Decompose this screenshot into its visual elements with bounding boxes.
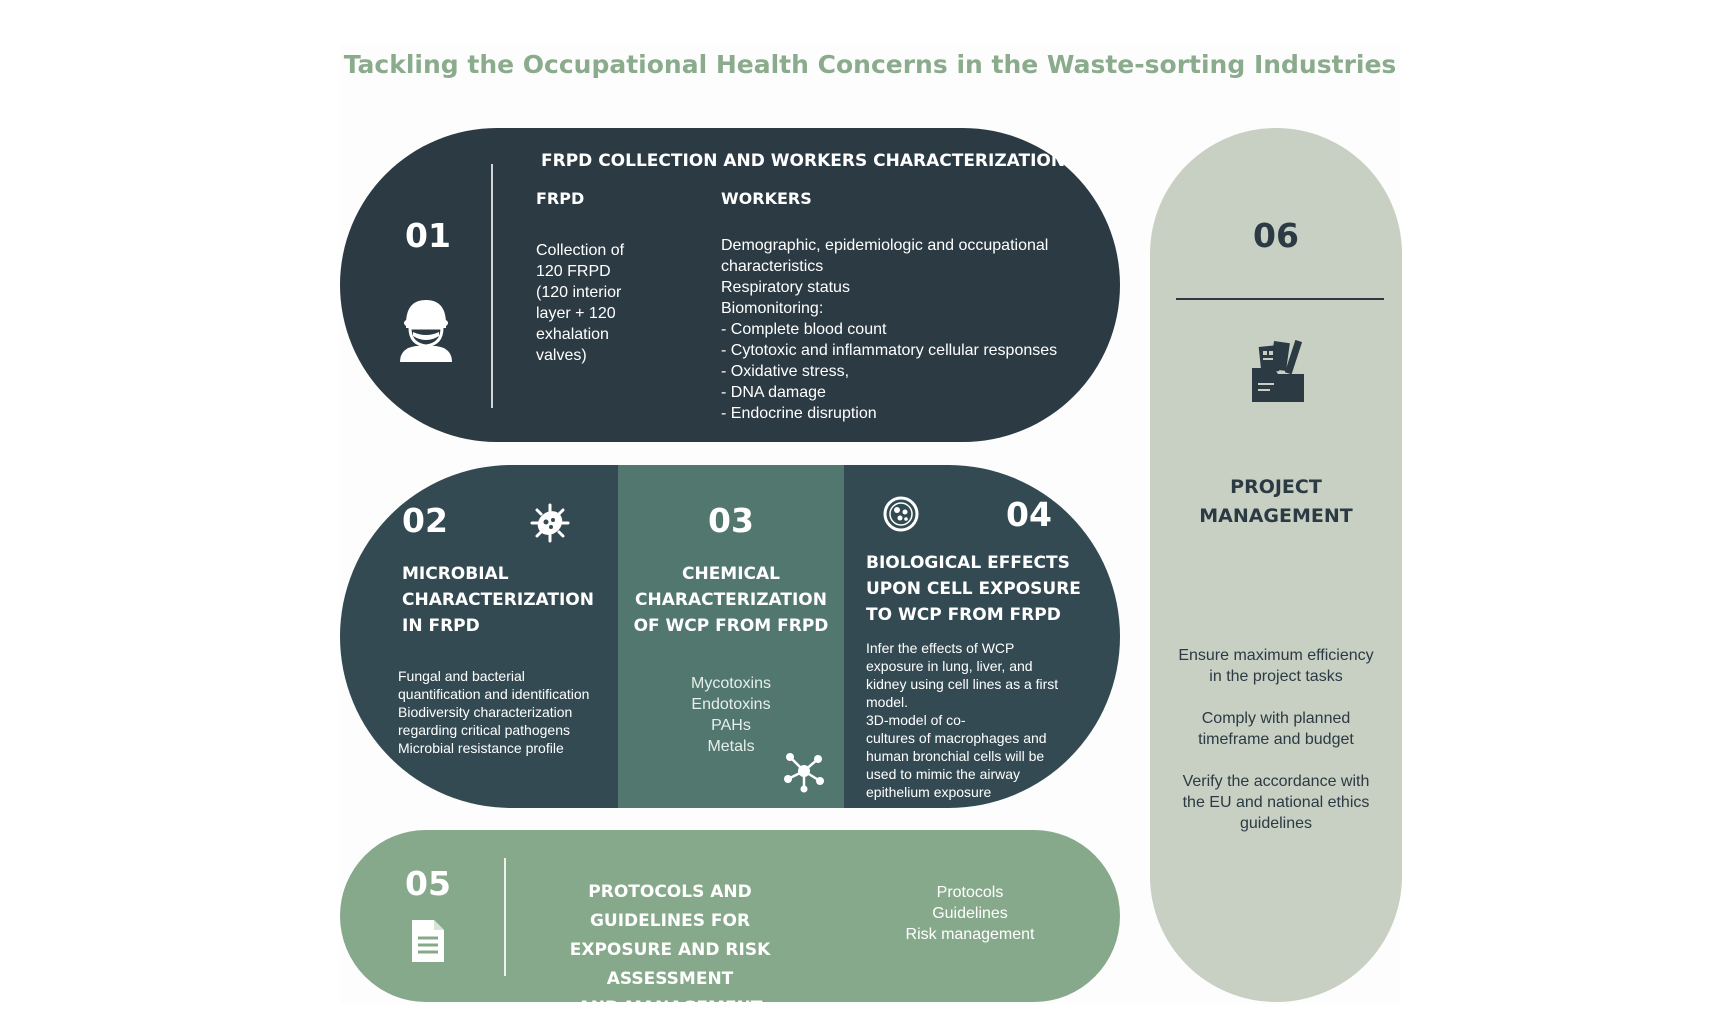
- molecule-icon: [784, 753, 824, 793]
- folder-documents-icon: [1252, 340, 1304, 402]
- box-06-divider: [1176, 298, 1384, 300]
- box-05-protocols: 05 PROTOCOLS AND GUIDELINES FOR EXPOSURE…: [340, 830, 1120, 1018]
- box-06-paragraph-3: Verify the accordance with the EU and na…: [1182, 773, 1370, 832]
- box-03-text: Mycotoxins Endotoxins PAHs Metals: [690, 675, 772, 755]
- document-icon: [412, 920, 444, 962]
- box-02-text: Fungal and bacterial quantification and …: [398, 668, 590, 756]
- box-06-paragraph-2: Comply with planned timeframe and budget: [1198, 710, 1354, 748]
- frpd-text: Collection of 120 FRPD (120 interior lay…: [536, 242, 625, 364]
- box-06-project-management: 06 PROJECT MANAGEMENT Ensure maximum eff…: [1150, 128, 1402, 1002]
- box-02-heading: MICROBIAL CHARACTERIZATION IN FRPD: [402, 564, 594, 636]
- box-04-text: Infer the effects of WCP exposure in lun…: [866, 640, 1059, 800]
- box-03-number: 03: [708, 501, 754, 540]
- box-01-number: 01: [405, 216, 451, 255]
- workers-text: Demographic, epidemiologic and occupatio…: [721, 237, 1058, 422]
- box-05-divider: [504, 858, 506, 976]
- box-02-microbial: 02 MICROBIAL CHARACTERIZATION IN FRPD Fu…: [340, 465, 618, 808]
- box-03-chemical: 03 CHEMICAL CHARACTERIZATION OF WCP FROM…: [618, 465, 844, 808]
- workers-label: WORKERS: [721, 189, 812, 208]
- box-03-heading: CHEMICAL CHARACTERIZATION OF WCP FROM FR…: [633, 564, 829, 636]
- frpd-label: FRPD: [536, 189, 585, 208]
- masked-worker-icon: [400, 300, 452, 362]
- box-05-number: 05: [405, 864, 451, 903]
- box-01-divider: [491, 164, 493, 408]
- box-05-heading: PROTOCOLS AND GUIDELINES FOR EXPOSURE AN…: [569, 882, 771, 1018]
- box-02-number: 02: [402, 501, 448, 540]
- box-06-paragraph-1: Ensure maximum efficiency in the project…: [1178, 647, 1374, 685]
- box-04-heading: BIOLOGICAL EFFECTS UPON CELL EXPOSURE TO…: [866, 553, 1081, 625]
- box-05-text: Protocols Guidelines Risk management: [905, 884, 1035, 943]
- box-04-number: 04: [1006, 495, 1052, 534]
- page-title: Tackling the Occupational Health Concern…: [343, 50, 1397, 79]
- petri-dish-icon: [883, 496, 919, 532]
- box-06-number: 06: [1253, 216, 1299, 255]
- box-01-frpd-collection: 01 FRPD COLLECTION AND WORKERS CHARACTER…: [340, 128, 1120, 442]
- box-04-biological: 04 BIOLOGICAL EFFECTS UPON CELL EXPOSURE…: [844, 465, 1120, 808]
- bacteria-icon: [530, 503, 570, 543]
- boxes-02-04-row: 02 MICROBIAL CHARACTERIZATION IN FRPD Fu…: [340, 465, 1120, 808]
- box-01-heading: FRPD COLLECTION AND WORKERS CHARACTERIZA…: [541, 151, 1066, 171]
- box-06-heading: PROJECT MANAGEMENT: [1199, 476, 1353, 527]
